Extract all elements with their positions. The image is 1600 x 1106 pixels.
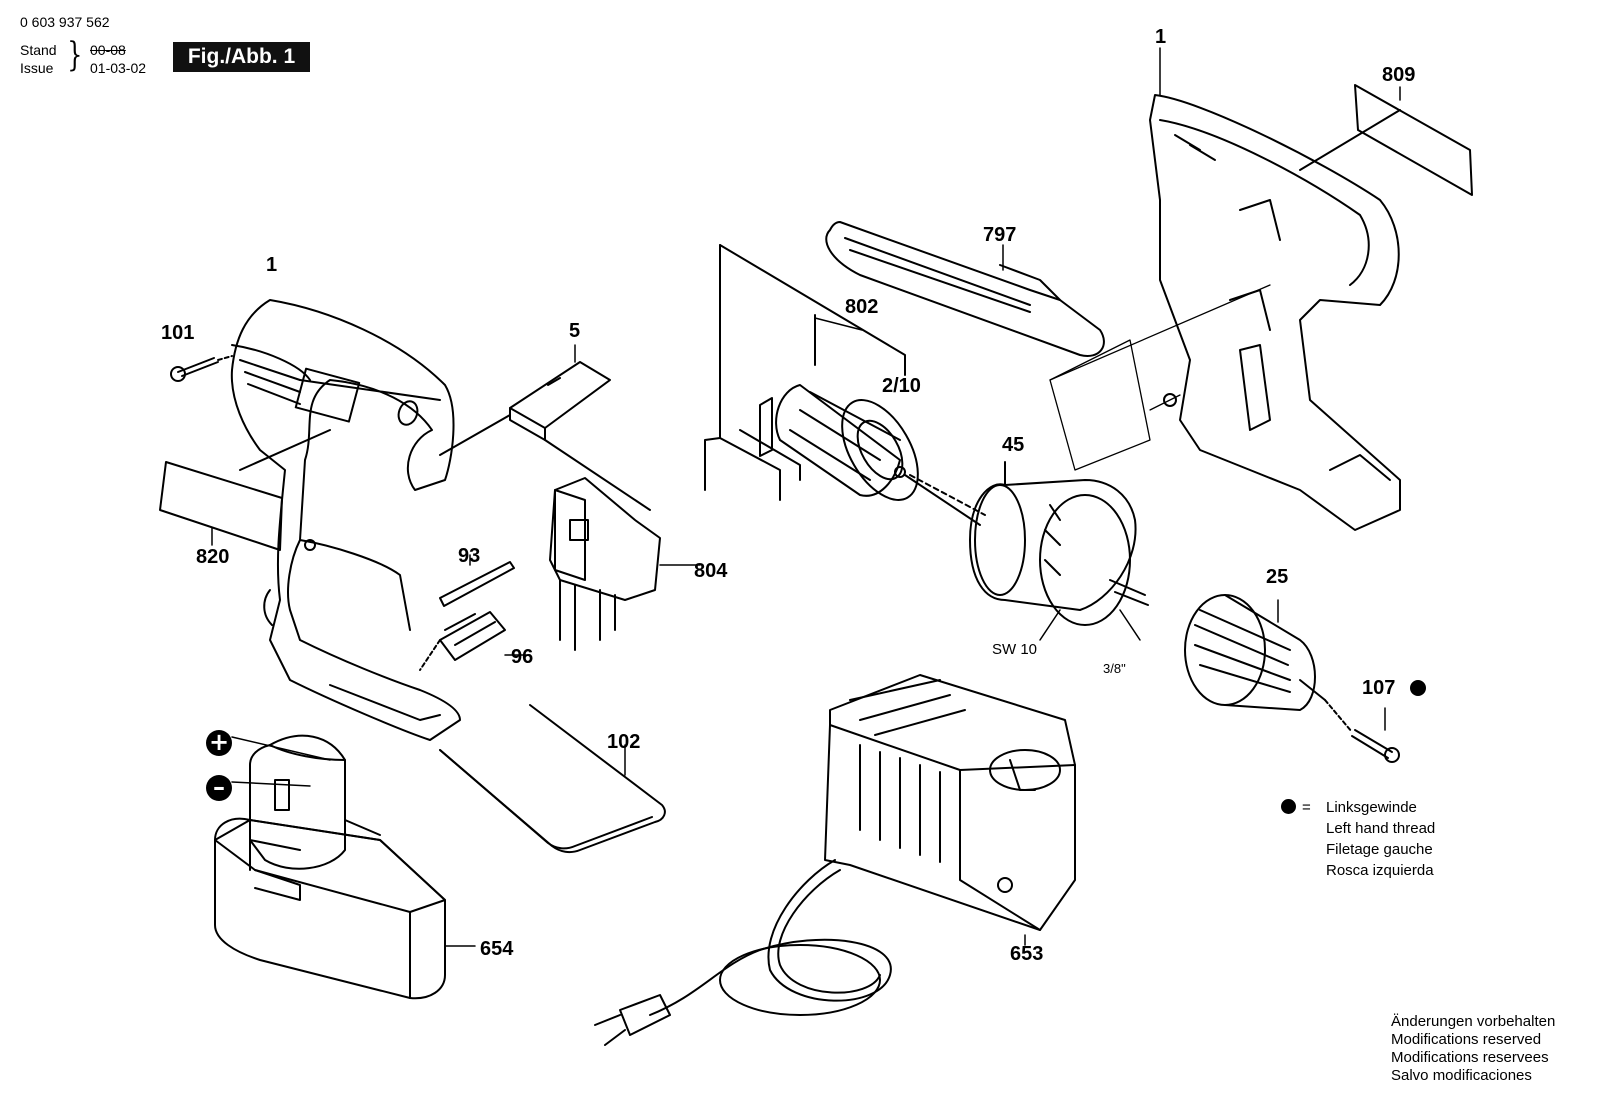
stand-date: 00-08 [90,42,126,58]
callout-belt-hook: 797 [983,224,1017,246]
wrench-size-label: SW 10 [992,641,1038,658]
brace-icon: } [67,35,83,75]
callout-chuck: 25 [1266,566,1289,588]
wire-102-illustration [439,704,666,854]
issue-label: Issue [20,60,54,76]
label-820-illustration [159,429,331,551]
thread-size-label: 3/8" [1103,661,1126,676]
bit-holder-illustration [419,611,531,671]
callout-bit-93: 93 [458,545,481,567]
screw-101-illustration [170,357,219,382]
screw-107-illustration [1324,699,1400,763]
stand-label: Stand [20,42,57,58]
left-thread-marker-icon [1410,680,1426,696]
legend-line: Linksgewinde [1326,799,1417,816]
modifications-notice: Änderungen vorbehalten Modifications res… [1391,1013,1555,1085]
notice-line: Änderungen vorbehalten [1391,1013,1556,1030]
left-thread-bullet-icon [1281,799,1296,814]
bit-93-illustration [439,554,515,607]
part-number: 0 603 937 562 [20,14,110,30]
callout-screw-101: 101 [161,322,195,344]
callout-wire-102: 102 [607,731,641,753]
issue-date: 01-03-02 [90,60,147,76]
housing-left-illustration [230,299,461,741]
motor-illustration [775,384,981,526]
callout-nameplate-809: 809 [1382,64,1416,86]
callout-bit-holder: 96 [511,646,534,668]
callout-switch: 804 [694,560,728,582]
callout-switch-cover: 5 [569,320,581,342]
callout-label-820: 820 [196,546,230,568]
notice-line: Modifications reservees [1391,1049,1549,1066]
motor-bracket-illustration [704,244,906,501]
notice-line: Salvo modificaciones [1391,1067,1532,1084]
callout-motor: 2/10 [882,375,921,397]
figure-label: Fig./Abb. 1 [173,42,310,72]
callout-charger: 653 [1010,943,1044,965]
plus-terminal-icon: + [206,730,232,756]
callout-gearbox: 45 [1002,434,1025,456]
callout-housing-left: 1 [266,254,278,276]
legend-line: Rosca izquierda [1326,862,1434,879]
switch-illustration [549,477,701,651]
legend-line: Filetage gauche [1326,841,1433,858]
callout-housing-right: 1 [1155,26,1167,48]
belt-hook-illustration [825,221,1105,357]
gearbox-illustration [909,461,1149,641]
legend-line: Left hand thread [1326,820,1436,837]
battery-illustration [214,734,476,1000]
legend-equals: = [1302,799,1311,816]
charger-illustration [594,674,1076,1046]
callout-battery: 654 [480,938,514,960]
chuck-illustration [1184,594,1326,711]
switch-cover-illustration [439,344,651,511]
housing-right-illustration [1149,47,1401,531]
callout-motor-bracket: 802 [845,296,879,318]
callout-screw-107: 107 [1362,677,1396,699]
nameplate-809-illustration [1299,84,1473,196]
minus-terminal-icon: – [206,775,232,801]
notice-line: Modifications reserved [1391,1031,1542,1048]
